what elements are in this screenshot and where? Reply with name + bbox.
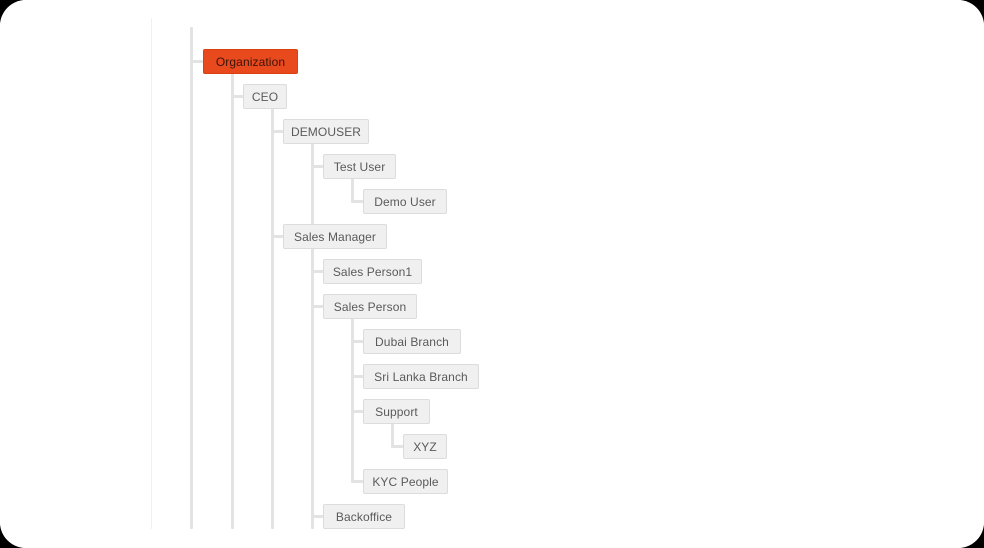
connector-horizontal-stub: [311, 270, 324, 273]
tree-node-backoffice[interactable]: Backoffice: [323, 504, 405, 529]
connector-horizontal-stub: [391, 445, 404, 448]
tree-node-kyc-people[interactable]: KYC People: [363, 469, 448, 494]
connector-vertical-line: [190, 27, 193, 529]
connector-vertical-line: [311, 132, 314, 529]
connector-vertical-line: [311, 237, 314, 272]
connector-horizontal-stub: [271, 130, 284, 133]
tree-node-sales-person1[interactable]: Sales Person1: [323, 259, 422, 284]
connector-horizontal-stub: [351, 340, 364, 343]
connector-vertical-line: [351, 167, 354, 202]
tree-node-organization[interactable]: Organization: [203, 49, 298, 74]
connector-horizontal-stub: [351, 480, 364, 483]
connector-horizontal-stub: [311, 305, 324, 308]
tree-node-xyz[interactable]: XYZ: [403, 434, 447, 459]
tree-node-demouser[interactable]: DEMOUSER: [283, 119, 369, 144]
tree-node-sri-lanka-branch[interactable]: Sri Lanka Branch: [363, 364, 479, 389]
panel-divider: [151, 18, 152, 529]
connector-vertical-line: [271, 97, 274, 529]
connector-horizontal-stub: [271, 235, 284, 238]
connector-horizontal-stub: [231, 95, 244, 98]
connector-horizontal-stub: [351, 375, 364, 378]
tree-node-dubai-branch[interactable]: Dubai Branch: [363, 329, 461, 354]
tree-node-sales-person[interactable]: Sales Person: [323, 294, 417, 319]
tree-node-test-user[interactable]: Test User: [323, 154, 396, 179]
connector-horizontal-stub: [311, 165, 324, 168]
tree-node-support[interactable]: Support: [363, 399, 430, 424]
tree-node-ceo[interactable]: CEO: [243, 84, 287, 109]
tree-node-demo-user[interactable]: Demo User: [363, 189, 447, 214]
connector-horizontal-stub: [311, 515, 324, 518]
connector-horizontal-stub: [351, 410, 364, 413]
connector-horizontal-stub: [190, 60, 204, 63]
connector-vertical-line: [391, 412, 394, 447]
connector-vertical-line: [231, 62, 234, 529]
tree-node-sales-manager[interactable]: Sales Manager: [283, 224, 387, 249]
connector-horizontal-stub: [351, 200, 364, 203]
connector-vertical-line: [351, 307, 354, 482]
